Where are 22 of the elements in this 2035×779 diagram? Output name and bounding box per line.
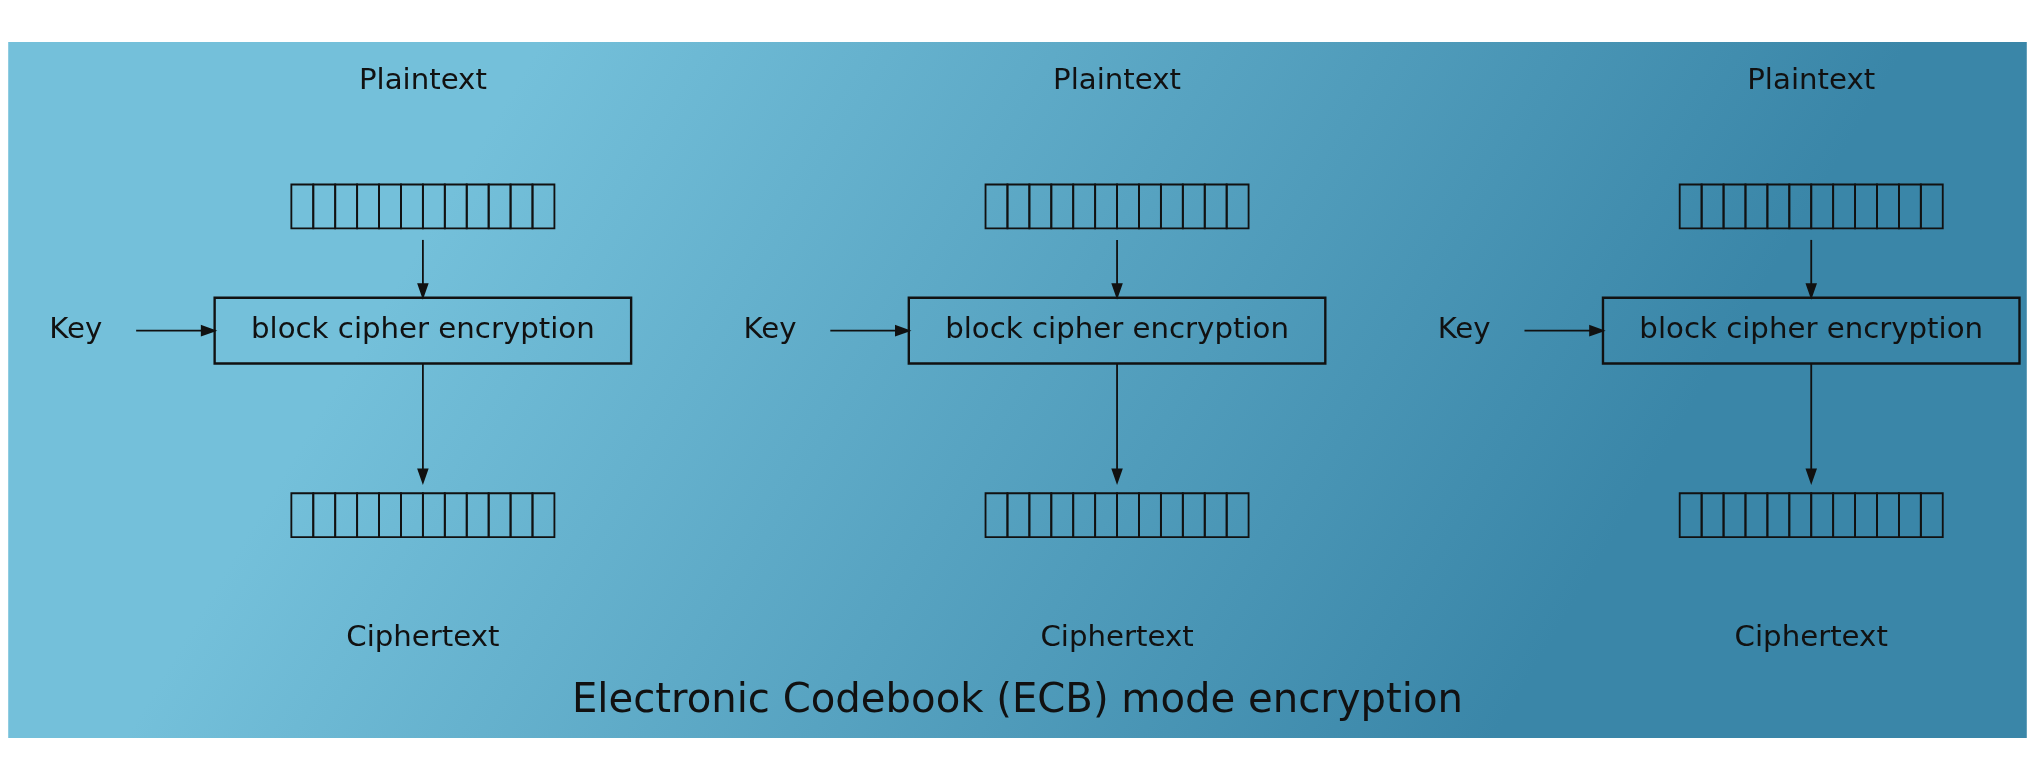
node-text: Key: [743, 310, 797, 345]
node-label: Plaintext: [1747, 61, 1876, 96]
node-label: Plaintext: [1053, 61, 1182, 96]
arrow: [1805, 362, 1817, 485]
arrow: [135, 324, 218, 336]
arrow: [829, 324, 912, 336]
arrow: [1523, 324, 1606, 336]
node-label: Ciphertext: [1734, 618, 1888, 653]
caption: Electronic Codebook (ECB) mode encryption: [571, 674, 1464, 721]
arrow: [1111, 362, 1123, 485]
node-box: block cipher encryption: [907, 296, 1327, 365]
node-label: Ciphertext: [346, 618, 500, 653]
node-text: Key: [49, 310, 103, 345]
node-text: Key: [1437, 310, 1491, 345]
arrow: [417, 238, 429, 300]
arrow: [1111, 238, 1123, 300]
node-label: Plaintext: [358, 61, 487, 96]
node-label: Ciphertext: [1040, 618, 1194, 653]
node-box: block cipher encryption: [213, 296, 633, 365]
arrow: [1805, 238, 1817, 300]
node-box: block cipher encryption: [1601, 296, 2021, 365]
arrow: [417, 362, 429, 485]
